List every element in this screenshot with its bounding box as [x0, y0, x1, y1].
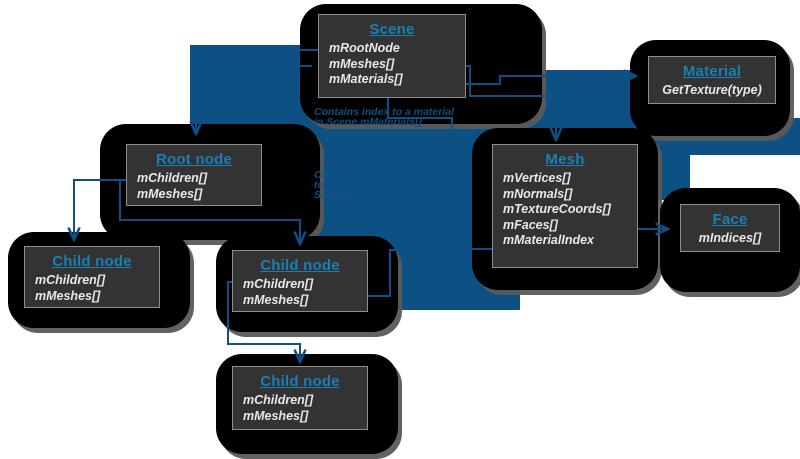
member-mtexturecoords: mTextureCoords[] [503, 202, 611, 216]
member-mchildren: mChildren[] [35, 273, 106, 287]
member-mfaces: mFaces[] [503, 217, 558, 232]
node-title-child-3: Child node [260, 373, 340, 390]
note-ghost-line1: Co [314, 169, 328, 181]
node-title-root-node: Root node [156, 151, 232, 168]
member-mmeshes: mMeshes[] [329, 56, 395, 71]
node-box-face[interactable]: Face mIndices[] [680, 204, 780, 252]
node-members-material: GetTexture(type) [659, 83, 765, 99]
node-members-face: mIndices[] [691, 231, 769, 247]
member-mchildren: mChildren[] [243, 277, 314, 291]
node-members-child-1: mChildren[] mMeshes[] [35, 273, 149, 304]
node-members-child-3: mChildren[] mMeshes[] [243, 393, 357, 424]
member-mchildren: mChildren[] [243, 393, 314, 407]
node-box-root-node[interactable]: Root node mChildren[] mMeshes[] [126, 144, 262, 206]
note-material-index-line2: in Scene.mMaterials[] [314, 116, 422, 128]
member-mrootnode: mRootNode [329, 41, 400, 55]
node-title-face: Face [712, 211, 748, 228]
node-members-root-node: mChildren[] mMeshes[] [137, 171, 251, 202]
member-mindices: mIndices[] [698, 231, 762, 245]
member-mnormals: mNormals[] [503, 186, 573, 201]
node-title-child-2: Child node [260, 257, 340, 274]
node-box-child-2[interactable]: Child node mChildren[] mMeshes[] [232, 250, 368, 312]
member-mchildren: mChildren[] [137, 171, 208, 185]
node-title-child-1: Child node [52, 253, 132, 270]
node-members-mesh: mVertices[] mNormals[] mTextureCoords[] … [503, 171, 627, 249]
member-gettexture: GetTexture(type) [662, 83, 762, 97]
member-mvertices: mVertices[] [503, 171, 571, 185]
node-box-child-1[interactable]: Child node mChildren[] mMeshes[] [24, 246, 160, 308]
node-box-material[interactable]: Material GetTexture(type) [648, 56, 776, 104]
member-mmeshes: mMeshes[] [243, 408, 309, 423]
node-title-mesh: Mesh [545, 151, 585, 168]
note-ghost-line2: to [314, 179, 324, 191]
ghost-occluder-2 [352, 186, 410, 198]
node-members-child-2: mChildren[] mMeshes[] [243, 277, 357, 308]
note-material-index-line1: Contains index to a material [314, 106, 455, 118]
member-mmeshes: mMeshes[] [35, 288, 101, 303]
node-box-mesh[interactable]: Mesh mVertices[] mNormals[] mTextureCoor… [492, 144, 638, 268]
member-mmeshes: mMeshes[] [137, 186, 203, 201]
member-mmeshes: mMeshes[] [243, 292, 309, 307]
node-title-scene: Scene [369, 21, 415, 38]
node-box-child-3[interactable]: Child node mChildren[] mMeshes[] [232, 366, 368, 430]
member-mmaterialindex: mMaterialIndex [503, 233, 595, 247]
node-title-material: Material [682, 63, 742, 80]
ghost-occluder [330, 166, 410, 188]
